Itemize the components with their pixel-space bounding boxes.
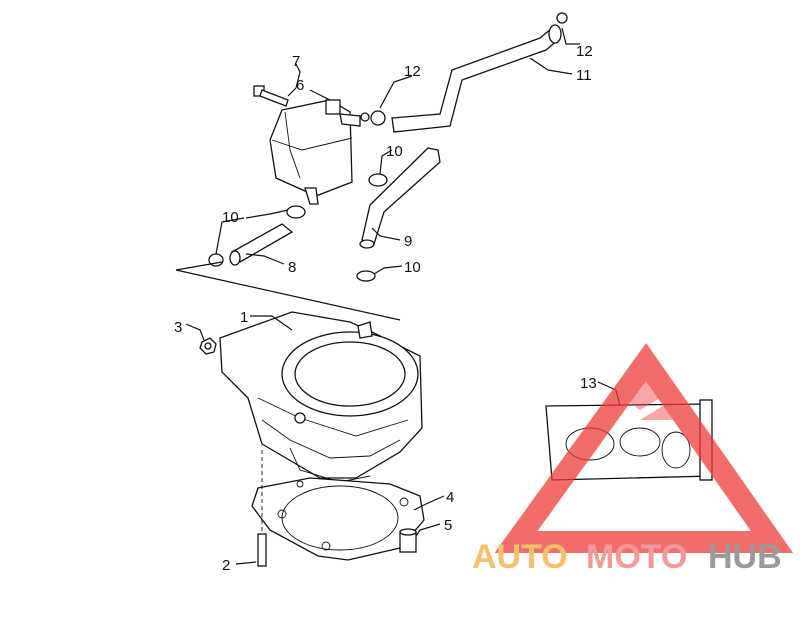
cylinder (219, 311, 423, 483)
callout-9: 9 (404, 233, 412, 250)
callout-10c: 10 (404, 259, 421, 276)
dowel-pin (399, 528, 417, 553)
callout-2: 2 (222, 557, 230, 574)
callout-6: 6 (296, 77, 304, 94)
watermark-auto: AUTO (472, 538, 568, 576)
callout-numbers: 1 2 3 4 5 6 7 8 9 10 10 10 11 12 12 13 (174, 43, 597, 574)
upper-hose-assembly (360, 12, 568, 133)
hose-9 (359, 147, 441, 249)
stud (257, 450, 267, 567)
watermark-triangle (494, 343, 794, 553)
callout-1: 1 (240, 309, 248, 326)
watermark-hub: HUB (708, 538, 782, 576)
callout-8: 8 (288, 259, 296, 276)
callout-7: 7 (292, 53, 300, 70)
bracket-line (175, 261, 401, 321)
leader-lines (185, 27, 621, 565)
callout-10b: 10 (386, 143, 403, 160)
callout-5: 5 (444, 517, 452, 534)
callout-13: 13 (580, 375, 597, 392)
nut (199, 337, 217, 355)
watermark-logo (494, 343, 794, 553)
hose-8 (229, 223, 294, 266)
callout-3: 3 (174, 319, 182, 336)
callout-4: 4 (446, 489, 454, 506)
watermark-moto: MOTO (586, 538, 687, 576)
gasket (251, 477, 425, 561)
coolant-reservoir (269, 99, 361, 205)
bolt (253, 85, 289, 107)
callout-10a: 10 (222, 209, 239, 226)
callout-11: 11 (576, 67, 592, 84)
callout-12a: 12 (404, 63, 421, 80)
callout-12b: 12 (576, 43, 593, 60)
hose-clamps (208, 173, 388, 282)
